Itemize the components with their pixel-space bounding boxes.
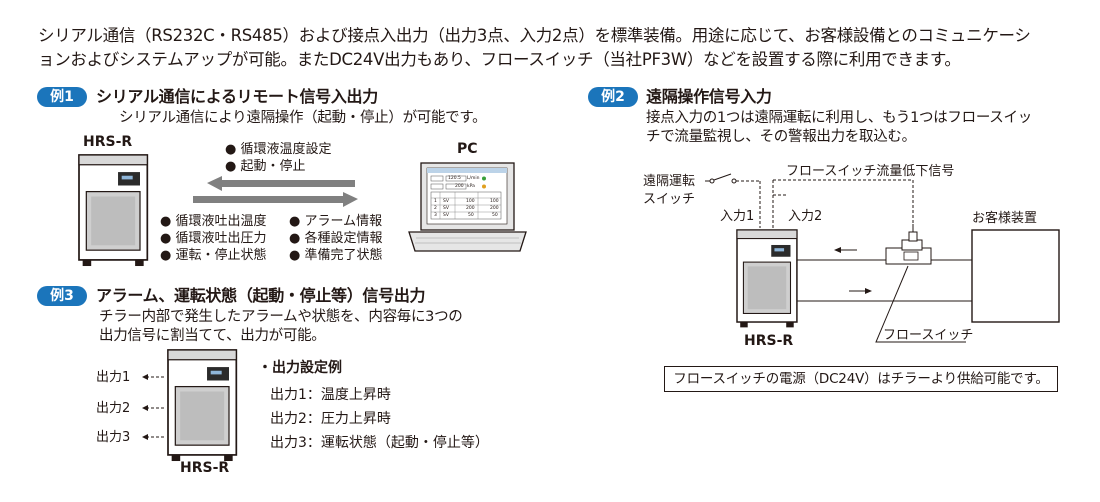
from-device-signal-list-2: ● アラーム情報 ● 各種設定情報 ● 準備完了状態: [289, 213, 382, 264]
output-settings-title: ・出力設定例: [258, 360, 342, 376]
list-item: ● 各種設定情報: [289, 231, 383, 246]
example3-description-line-1: チラー内部で発生したアラームや状態を、内容毎に3つの: [99, 309, 463, 325]
pc-table-cell: 50: [492, 213, 498, 218]
pc-icon: [408, 162, 527, 252]
example3-chiller-image: [167, 349, 238, 462]
output-setting-item: 出力3：運転状態（起動・停止等）: [270, 435, 489, 451]
pc-table-cell: SV: [443, 206, 449, 211]
example1-title: シリアル通信によるリモート信号入出力: [96, 87, 378, 106]
intro-line-1: シリアル通信（RS232C・RS485）および接点入出力（出力3点、入力2点）を…: [38, 26, 1031, 45]
example1-chiller-image: [78, 154, 149, 267]
example2-badge: 例2: [588, 87, 638, 107]
example1-device-label: HRS-R: [83, 134, 133, 150]
example3-badge: 例3: [37, 286, 87, 306]
output-2-label: 出力2: [96, 401, 131, 416]
output-1-label: 出力1: [96, 370, 131, 385]
pc-table-cell: SV: [443, 213, 449, 218]
example2-title: 遠隔操作信号入力: [646, 87, 772, 106]
to-device-signal-list: ● 循環液温度設定 ● 起動・停止: [225, 141, 331, 175]
input-1-label: 入力1: [720, 209, 755, 224]
list-item: ● アラーム情報: [289, 214, 383, 229]
example2-description-line-2: チで流量監視し、その警報出力を取込む。: [646, 129, 916, 145]
pc-table-cell: 50: [468, 213, 474, 218]
list-item: ● 循環液温度設定: [225, 142, 332, 157]
pc-table-cell: 100: [490, 199, 499, 204]
input-2-label: 入力2: [788, 209, 823, 224]
pc-table-cell: 100: [466, 199, 475, 204]
intro-paragraph: シリアル通信（RS232C・RS485）および接点入出力（出力3点、入力2点）を…: [38, 24, 1078, 72]
example2-device-label: HRS-R: [744, 333, 794, 349]
remote-switch-label-2: スイッチ: [643, 192, 696, 207]
list-item: ● 循環液吐出温度: [160, 214, 267, 229]
intro-line-2: ョンおよびシステムアップが可能。またDC24V出力もあり、フロースイッチ（当社P…: [38, 50, 961, 69]
list-item: ● 運転・停止状態: [160, 248, 267, 263]
low-flow-signal-label: フロースイッチ流量低下信号: [786, 164, 955, 179]
output-3-label: 出力3: [96, 430, 131, 445]
pc-table-cell: 3: [434, 213, 437, 218]
list-item: ● 循環液吐出圧力: [160, 231, 267, 246]
output-setting-item: 出力2：圧力上昇時: [270, 411, 391, 427]
dc24v-power-note: フロースイッチの電源（DC24V）はチラーより供給可能です。: [664, 366, 1058, 392]
example3-output-arrows: [142, 374, 166, 440]
output-settings-list: 出力1：温度上昇時 出力2：圧力上昇時 出力3：運転状態（起動・停止等）: [270, 383, 489, 455]
example1-arrow-to-device: [207, 176, 355, 191]
from-device-signal-list-1: ● 循環液吐出温度 ● 循環液吐出圧力 ● 運転・停止状態: [160, 213, 266, 264]
remote-switch-label-1: 遠隔運転: [643, 174, 696, 189]
pc-screen-unit-1: L/min: [467, 176, 480, 181]
pc-table-cell: 200: [466, 206, 475, 211]
example1-description: シリアル通信により遠隔操作（起動・停止）が可能です。: [119, 110, 487, 126]
list-item: ● 準備完了状態: [289, 248, 383, 263]
pc-table-cell: SV: [443, 199, 449, 204]
example3-description-line-2: 出力信号に割当てて、出力が可能。: [99, 328, 326, 344]
list-item: ● 起動・停止: [225, 159, 306, 174]
pc-label: PC: [457, 141, 478, 157]
example2-description-line-1: 接点入力の1つは遠隔運転に利用し、もう1つはフロースイッ: [646, 110, 1032, 126]
pc-screen-unit-2: kPa: [467, 184, 475, 189]
pc-screen-value-2: 200: [455, 184, 464, 189]
pc-table-cell: 200: [490, 206, 499, 211]
pc-table-cell: 1: [434, 199, 437, 204]
example3-title: アラーム、運転状態（起動・停止等）信号出力: [96, 286, 426, 305]
customer-equipment-label: お客様装置: [972, 211, 1038, 226]
output-setting-item: 出力1：温度上昇時: [270, 387, 391, 403]
example1-badge: 例1: [37, 87, 87, 107]
pc-screen-value-1: 120.5: [448, 176, 461, 181]
example3-device-label: HRS-R: [180, 460, 230, 476]
example2-wiring-diagram: [705, 173, 1060, 343]
flow-switch-label: フロースイッチ: [883, 328, 974, 343]
example1-arrow-to-pc: [193, 192, 358, 207]
pc-table-cell: 2: [434, 206, 437, 211]
